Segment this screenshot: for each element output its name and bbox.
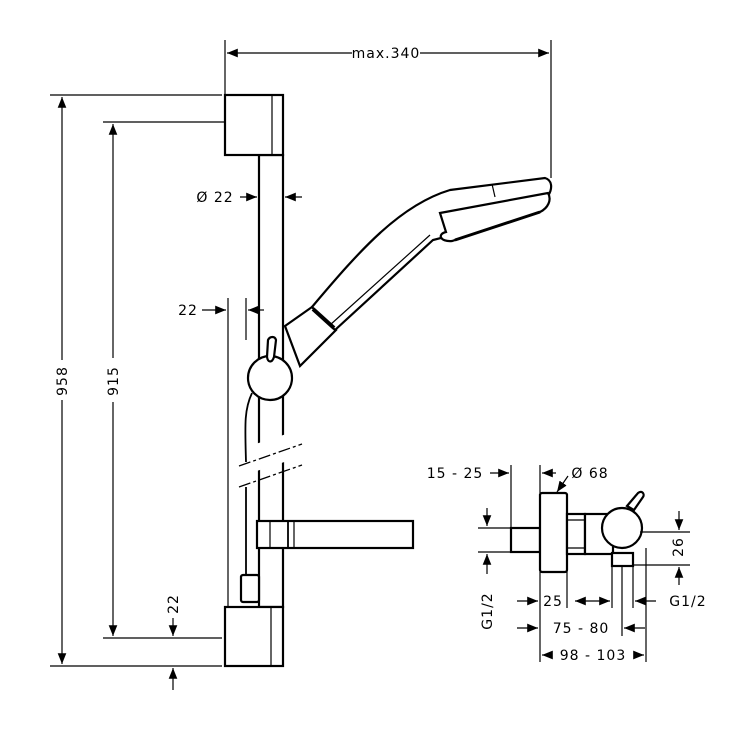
body-spacing-label: 25 (543, 594, 563, 610)
valve-dimension-labels: 15 - 25 Ø 68 26 G1/2 25 G1/2 75 - 80 98 … (427, 466, 706, 664)
total-height-label: 958 (55, 366, 71, 396)
outlet-thread-label: G1/2 (669, 594, 706, 610)
valve-knob (600, 506, 644, 550)
wall-plate (538, 491, 569, 574)
wall-offset-label: 22 (178, 303, 198, 319)
inlet-thread-label: G1/2 (480, 592, 496, 629)
top-wall-bracket (223, 93, 285, 157)
max-reach-label: max.340 (352, 46, 421, 62)
valve-lever (625, 490, 645, 512)
dimension-labels: max.340 958 915 Ø 22 22 22 (55, 46, 421, 614)
valve-dimension-lines (478, 465, 690, 662)
rail-length-label: 915 (106, 366, 122, 396)
wall-plate-thickness-label: 15 - 25 (427, 466, 484, 482)
outlet-height-label: 26 (671, 537, 687, 557)
hose-nut (239, 573, 261, 604)
hand-shower (246, 176, 553, 402)
outlet-distance-label: 75 - 80 (553, 621, 610, 637)
bottom-wall-bracket (223, 605, 285, 668)
shower-hose (239, 392, 261, 604)
soap-dish (255, 519, 415, 550)
wall-plate-diameter-label: Ø 68 (571, 466, 608, 482)
inlet-nipple (509, 526, 542, 554)
rail-diameter-label: Ø 22 (196, 190, 233, 206)
dimension-lines (50, 40, 552, 690)
bottom-offset-label: 22 (166, 594, 182, 614)
slider-knob (265, 335, 278, 363)
outlet-nut (610, 551, 635, 568)
slider (246, 354, 294, 402)
thermostat-valve (509, 490, 645, 574)
overall-depth-label: 98 - 103 (560, 648, 627, 664)
shower-rail (223, 93, 309, 668)
